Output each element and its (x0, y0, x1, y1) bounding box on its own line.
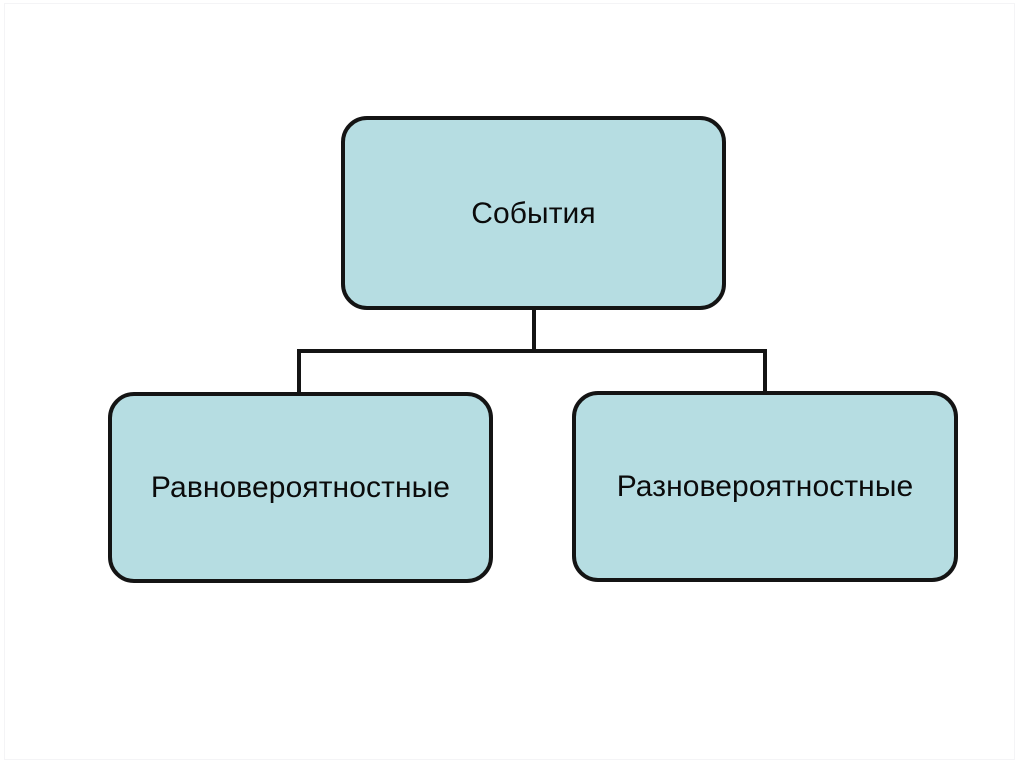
connector-stem-root (532, 308, 536, 353)
connector-leg-left (297, 349, 301, 394)
node-non-equiprobable-label: Разновероятностные (616, 470, 914, 503)
connector-horizontal-bar (297, 349, 767, 353)
node-equiprobable[interactable]: Равновероятностные (108, 392, 493, 583)
node-events-label: События (471, 196, 596, 230)
node-events[interactable]: События (341, 116, 726, 310)
node-non-equiprobable[interactable]: Разновероятностные (572, 391, 958, 582)
connector-leg-right (763, 349, 767, 393)
node-equiprobable-label: Равновероятностные (150, 471, 451, 504)
